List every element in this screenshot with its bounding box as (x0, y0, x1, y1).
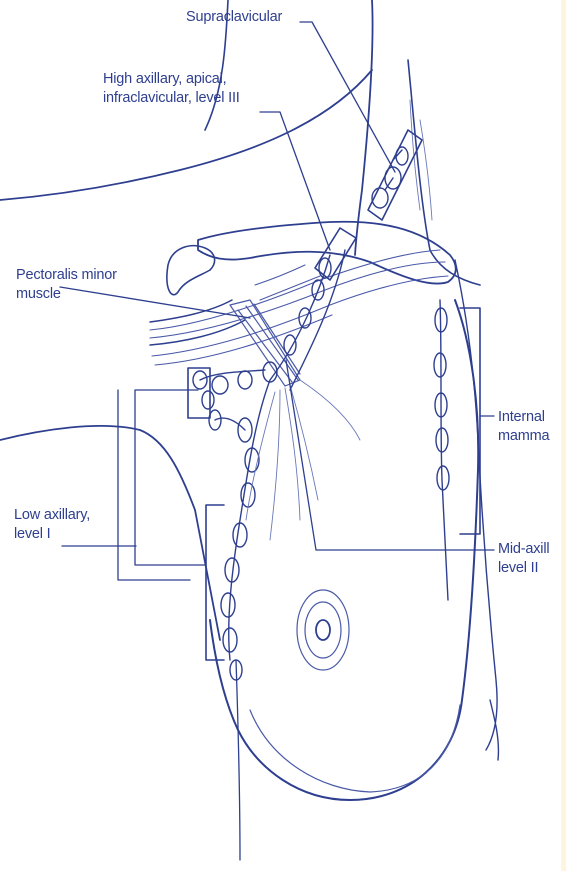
label-high-axillary: High axillary, apical, infraclavicular, … (103, 70, 240, 108)
label-internal-mammary: Internal mamma (498, 408, 549, 446)
nipple-areola (297, 590, 349, 670)
pectoralis-line2: muscle (16, 285, 117, 304)
label-supraclavicular: Supraclavicular (186, 8, 282, 27)
label-mid-axillary: Mid-axill level II (498, 540, 549, 578)
mid-axillary-line2: level II (498, 559, 549, 578)
leader-mid-axillary (286, 360, 494, 550)
internal-line2: mamma (498, 427, 549, 446)
tail-line (236, 660, 240, 860)
supraclavicular-text: Supraclavicular (186, 8, 282, 27)
high-axillary-line2: infraclavicular, level III (103, 89, 240, 108)
label-low-axillary: Low axillary, level I (14, 506, 90, 544)
lymph-vessels (246, 100, 432, 540)
vessel-band (150, 250, 448, 365)
internal-line1: Internal (498, 408, 549, 427)
neck-outline-right (408, 60, 480, 285)
coracoid (167, 246, 215, 295)
high-axillary-line1: High axillary, apical, (103, 70, 240, 89)
pectoralis-line1: Pectoralis minor (16, 266, 117, 285)
leader-supraclavicular (300, 22, 395, 172)
leader-level-three (260, 112, 330, 250)
mid-axillary-line1: Mid-axill (498, 540, 549, 559)
leader-lines (60, 22, 494, 860)
internal-mammary-nodes (434, 300, 449, 600)
low-axillary-line2: level I (14, 525, 90, 544)
bracket-connector-left (135, 390, 206, 565)
low-axillary-line1: Low axillary, (14, 506, 90, 525)
label-pectoralis-minor: Pectoralis minor muscle (16, 266, 117, 304)
bracket-connector-inner (118, 390, 190, 580)
